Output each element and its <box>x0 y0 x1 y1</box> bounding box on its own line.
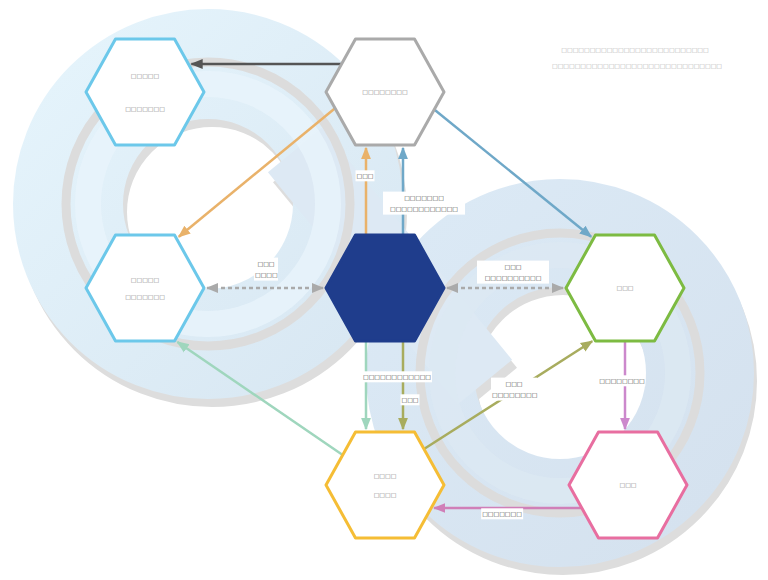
edge-label: □□□ □□□□□□□□ <box>491 378 537 401</box>
connector <box>424 341 592 449</box>
hex-outline <box>86 235 204 341</box>
connector <box>434 110 591 237</box>
hex-node: □□□□□□□□ <box>326 39 444 145</box>
node-text: □□□ <box>619 481 636 488</box>
edge-label: □□□□□□□□□□□□ <box>362 371 432 382</box>
node-text: □□□□□ <box>131 72 159 79</box>
hex-node: □□□□ □□□□ <box>326 432 444 538</box>
hex-shape <box>326 432 444 538</box>
connector <box>177 342 342 455</box>
hex-shape <box>86 39 204 145</box>
connector <box>365 148 368 235</box>
hex-shape <box>566 235 684 341</box>
hex-shape <box>326 39 444 145</box>
edge-label: □□□ <box>400 394 419 405</box>
node-text: □□□□□□□ <box>125 293 165 300</box>
connector <box>365 341 368 429</box>
node-text: □□□□ <box>374 491 397 498</box>
node-text: □□□□□□□ <box>125 105 165 112</box>
connector <box>402 341 405 429</box>
hex-node: □□□□□□□□□□□□ <box>86 39 204 145</box>
hex-outline <box>86 39 204 145</box>
hex-node: □□□ <box>566 235 684 341</box>
note-text: □□□□□□□□□□□□□□□□□□□□□□□□□□□□□□ <box>552 62 722 69</box>
edge-label: □□□ □□□□ <box>254 258 278 281</box>
connector <box>179 108 335 237</box>
edge-label: □□□□□□□ <box>481 508 523 519</box>
connector <box>207 287 323 290</box>
hex-outline <box>326 235 444 341</box>
node-text: □□□ <box>616 284 633 291</box>
node-text: □□□□ <box>374 472 397 479</box>
hex-node: □□□ <box>569 432 687 538</box>
hex-shape <box>86 235 204 341</box>
edge-label: □□□□□□□□ <box>598 375 645 386</box>
hex-outline <box>326 432 444 538</box>
hub-hex <box>326 235 444 341</box>
node-text: □□□□□□□□ <box>362 88 407 95</box>
edge-label: □□□ □□□□□□□□□□ <box>477 261 549 284</box>
hex-node: □□□□□□□□□□□□ <box>86 235 204 341</box>
note-text: □□□□□□□□□□□□□□□□□□□□□□□□□□ <box>561 46 708 53</box>
edge-label: □□□□□□□ □□□□□□□□□□□□ <box>383 192 465 215</box>
connector <box>191 63 341 66</box>
node-text: □□□□□ <box>131 276 159 283</box>
hex-shape <box>569 432 687 538</box>
connector <box>447 287 563 290</box>
edge-label: □□□ <box>355 170 374 181</box>
hex-shape <box>326 235 444 341</box>
